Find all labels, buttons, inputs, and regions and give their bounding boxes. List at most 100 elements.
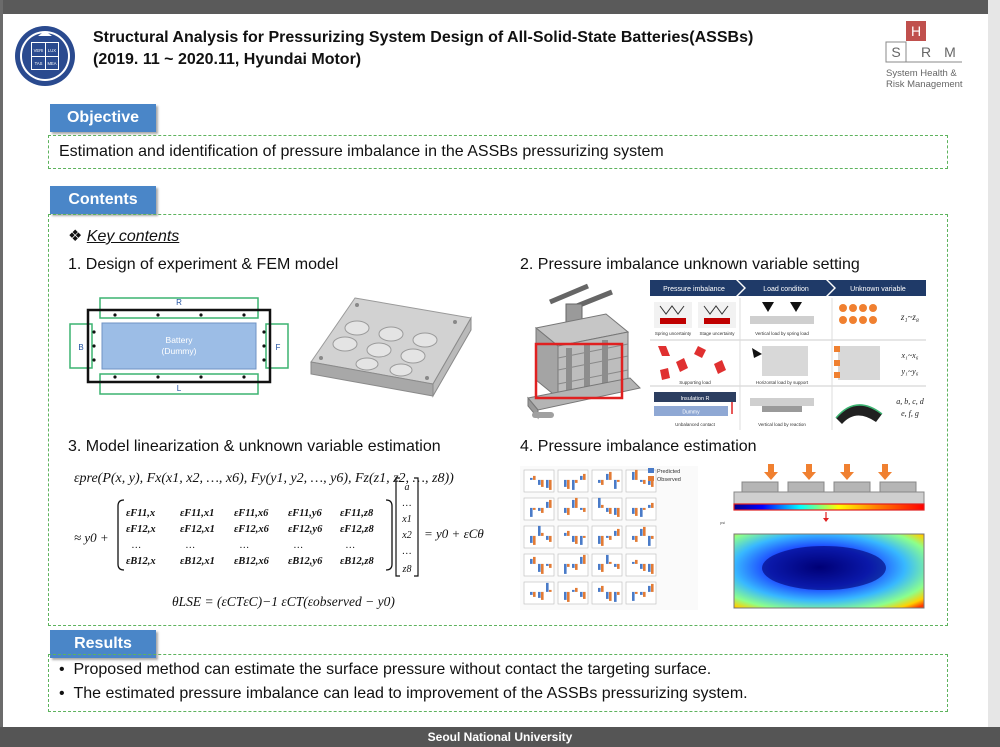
mini-chart-bar bbox=[643, 507, 646, 510]
footer-bar: Seoul National University bbox=[0, 727, 1000, 747]
mini-chart-bar bbox=[564, 532, 567, 536]
matrix-r4c1: εB12,x bbox=[126, 556, 156, 567]
mini-chart-bar bbox=[549, 589, 552, 592]
mini-chart-bar bbox=[632, 561, 635, 564]
emblem-text-3: TAS bbox=[35, 61, 43, 66]
matrix-r1c1: εF11,x bbox=[126, 508, 155, 519]
mini-chart-bar bbox=[598, 535, 601, 544]
mini-chart-bar bbox=[601, 504, 604, 508]
mini-chart-bar bbox=[583, 554, 586, 564]
mini-chart-bar bbox=[648, 535, 651, 546]
fig2-row2-var2: y₁~y₆ bbox=[901, 367, 919, 376]
mini-chart-bar bbox=[606, 591, 609, 599]
fig1-dummy-label: (Dummy) bbox=[162, 346, 197, 356]
mini-chart-bar bbox=[564, 507, 567, 513]
mini-chart-bar bbox=[541, 507, 544, 513]
mini-chart-bar bbox=[601, 585, 604, 592]
shrm-letter-m: M bbox=[944, 44, 956, 60]
shrm-letter-s: S bbox=[891, 44, 900, 60]
matrix-r2c2: εF12,x1 bbox=[180, 524, 215, 535]
shrm-caption-2: Risk Management bbox=[886, 79, 963, 90]
mini-chart-bar bbox=[606, 554, 609, 564]
mini-chart-grid bbox=[523, 469, 657, 605]
mini-chart-bar bbox=[640, 528, 643, 536]
mini-chart-bar bbox=[632, 535, 635, 540]
fig2-row2-cap1: Supporting load bbox=[679, 380, 711, 385]
equation-block: εpre(P(x, y), Fx(x1, x2, …, x6), Fy(y1, … bbox=[68, 460, 508, 620]
university-emblem-logo: VERI LUX TAS MEA bbox=[15, 26, 75, 86]
mini-chart-bar bbox=[575, 587, 578, 592]
vector-entry-1: a bbox=[405, 482, 410, 493]
results-header: Results bbox=[50, 630, 156, 658]
mini-chart-bar bbox=[538, 525, 541, 536]
mini-chart-bar bbox=[546, 582, 549, 592]
linearization-equations: εpre(P(x, y), Fx(x1, x2, …, x6), Fy(y1, … bbox=[74, 471, 484, 609]
results-box: • Proposed method can estimate the surfa… bbox=[48, 654, 948, 712]
mini-chart-bar bbox=[643, 563, 646, 571]
mini-chart-bar bbox=[617, 479, 620, 482]
fig4-legend-observed: Observed bbox=[657, 477, 681, 483]
matrix-r4c5: εB12,z8 bbox=[340, 556, 375, 567]
mini-chart-bar bbox=[580, 591, 583, 597]
objective-header: Objective bbox=[50, 104, 156, 132]
matrix-r1c2: εF11,x1 bbox=[180, 508, 214, 519]
mini-chart-bar bbox=[572, 535, 575, 542]
mini-chart-bar bbox=[538, 563, 541, 572]
mini-chart-bar bbox=[648, 563, 651, 572]
mini-chart-bar bbox=[651, 535, 654, 539]
mini-chart-bar bbox=[538, 591, 541, 598]
key-contents-heading: ❖ Key contents bbox=[68, 226, 179, 246]
svg-text:…: … bbox=[240, 540, 249, 551]
mini-chart-bar bbox=[564, 563, 567, 574]
unknown-variable-table-figure: Pressure imbalance Load condition Unknow… bbox=[650, 280, 926, 430]
mini-chart-bar bbox=[635, 507, 638, 516]
shrm-lab-logo: H S R M System Health & Risk Management bbox=[884, 20, 966, 90]
fig2-row3-var1: a, b, c, d bbox=[896, 397, 925, 406]
matrix-r4c2: εB12,x1 bbox=[180, 556, 215, 567]
mini-chart-bar bbox=[572, 479, 575, 490]
matrix-r2c1: εF12,x bbox=[126, 524, 156, 535]
contents-header: Contents bbox=[50, 186, 156, 214]
mini-chart-bar bbox=[617, 507, 620, 517]
mini-chart-bar bbox=[598, 587, 601, 592]
mini-chart-bar bbox=[572, 589, 575, 592]
matrix-r1c4: εF11,y6 bbox=[288, 508, 323, 519]
vector-entry-3: x1 bbox=[401, 514, 411, 525]
mini-chart-bar bbox=[564, 591, 567, 600]
title-line-2: (2019. 11 ~ 2020.11, Hyundai Motor) bbox=[93, 51, 362, 68]
mini-chart-panel bbox=[591, 553, 623, 577]
emblem-text-2: LUX bbox=[48, 48, 56, 53]
fig2-row1-cap1: Spring uncertainty bbox=[655, 331, 692, 336]
mini-chart-bar bbox=[583, 473, 586, 480]
mini-chart-bar bbox=[541, 591, 544, 600]
mini-chart-bar bbox=[583, 507, 586, 512]
mini-chart-bar bbox=[538, 479, 541, 485]
fig1-label-b: B bbox=[78, 343, 83, 352]
mini-chart-bar bbox=[530, 507, 533, 517]
mini-chart-bar bbox=[575, 497, 578, 508]
mini-chart-bar bbox=[546, 535, 549, 540]
results-bullet-1-text: Proposed method can estimate the surface… bbox=[73, 661, 712, 678]
objective-text: Estimation and identification of pressur… bbox=[59, 143, 664, 160]
mini-chart-bar bbox=[580, 535, 583, 545]
mini-chart-bar bbox=[643, 526, 646, 536]
mini-chart-bar bbox=[575, 535, 578, 544]
mini-chart-bar bbox=[640, 591, 643, 595]
mini-chart-bar bbox=[643, 591, 646, 597]
mini-chart-bar bbox=[651, 583, 654, 592]
fig2-row1-var: z₁~z₈ bbox=[900, 312, 919, 322]
mini-chart-bar bbox=[648, 479, 651, 485]
mini-chart-bar bbox=[606, 507, 609, 512]
mini-chart-bar bbox=[533, 556, 536, 564]
svg-text:psi: psi bbox=[720, 520, 725, 525]
pressure-contour-figure: psi bbox=[720, 464, 925, 609]
mini-chart-bar bbox=[567, 507, 570, 515]
shrm-logo-mark: H S R M bbox=[885, 21, 962, 63]
mini-chart-bar bbox=[530, 558, 533, 564]
mini-chart-bar bbox=[541, 532, 544, 536]
contents-box bbox=[48, 214, 948, 626]
diamond-bullet-icon: ❖ bbox=[68, 228, 83, 245]
matrix-r2c3: εF12,x6 bbox=[234, 524, 270, 535]
results-bullet-2: • The estimated pressure imbalance can l… bbox=[59, 685, 748, 703]
top-bar bbox=[0, 0, 1000, 14]
